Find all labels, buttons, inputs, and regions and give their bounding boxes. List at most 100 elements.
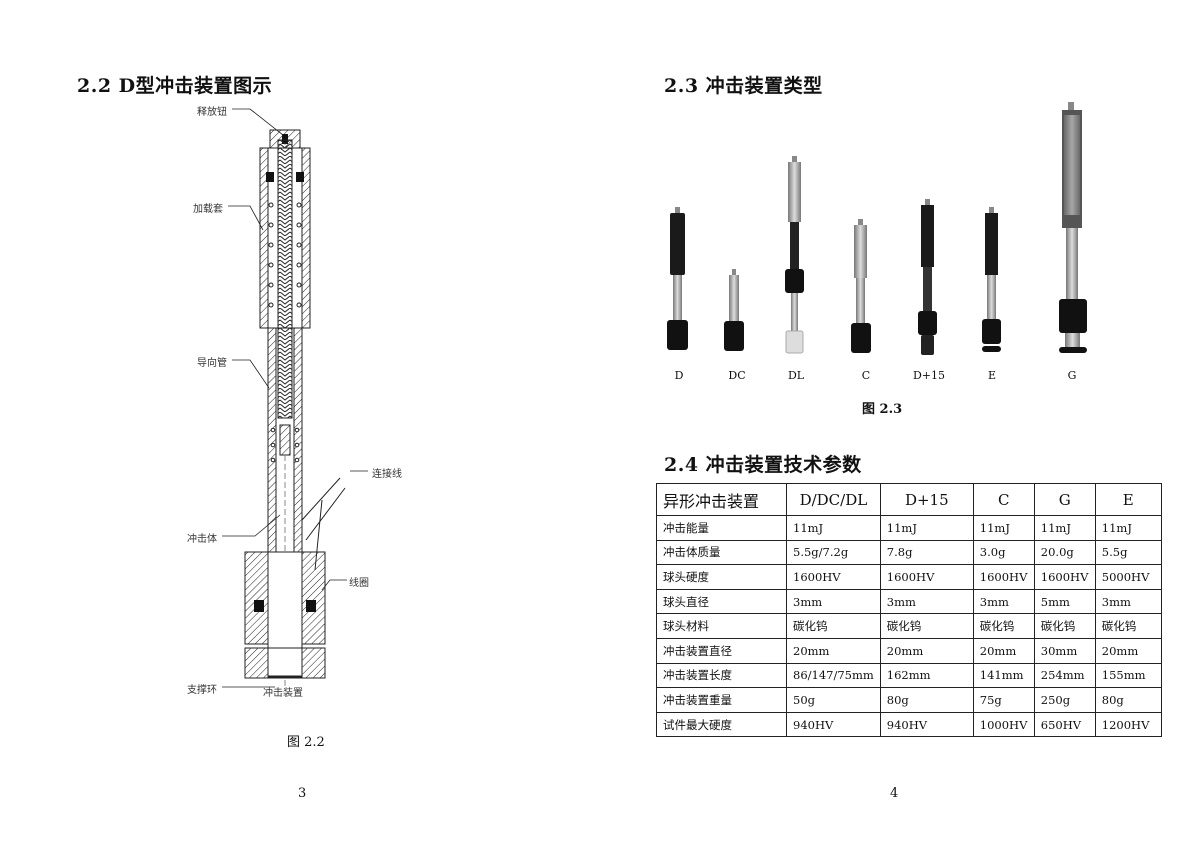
table-cell: 11mJ <box>972 515 1035 541</box>
device-label-dl: DL <box>787 369 805 382</box>
table-row-label: 球头材料 <box>656 613 787 639</box>
device-dl-image <box>785 156 804 354</box>
table-cell: 75g <box>972 687 1035 713</box>
table-cell: 254mm <box>1033 662 1096 689</box>
table-cell: 80g <box>879 687 974 713</box>
page-number: 3 <box>298 786 307 801</box>
table-cell: 11mJ <box>1094 515 1162 541</box>
table-cell: 5000HV <box>1094 564 1162 590</box>
device-label-dc: DC <box>728 369 746 382</box>
table-cell: 1600HV <box>879 564 974 590</box>
table-cell: 20mm <box>786 637 881 664</box>
table-cell: 1600HV <box>786 564 881 590</box>
device-d15-image <box>918 199 937 355</box>
device-d-image <box>667 207 688 350</box>
table-cell: 162mm <box>879 662 974 689</box>
device-label-g: G <box>1067 369 1077 382</box>
table-cell: 86/147/75mm <box>786 662 881 689</box>
table-cell: 碳化钨 <box>1033 613 1096 639</box>
table-cell: 80g <box>1094 687 1162 713</box>
table-header-cell: D+15 <box>879 483 974 516</box>
label-connecting-cable: 连接线 <box>372 469 402 480</box>
table-cell: 5.5g <box>1094 539 1162 566</box>
table-cell: 碳化钨 <box>879 613 974 639</box>
table-cell: 3mm <box>972 588 1035 615</box>
table-header-cell: 异形冲击装置 <box>656 483 787 516</box>
table-cell: 940HV <box>879 711 974 738</box>
label-guide-tube: 导向管 <box>197 358 227 369</box>
table-cell: 11mJ <box>786 515 881 541</box>
table-cell: 5.5g/7.2g <box>786 539 881 566</box>
table-cell: 11mJ <box>1033 515 1096 541</box>
section-heading-2-4: 2.4 冲击装置技术参数 <box>664 454 862 476</box>
diagram-leader-lines <box>222 108 368 688</box>
device-g-image <box>1059 102 1087 353</box>
table-cell: 20.0g <box>1033 539 1096 566</box>
table-cell: 碳化钨 <box>1094 613 1162 639</box>
table-row-label: 试件最大硬度 <box>656 711 787 738</box>
table-header-cell: C <box>972 483 1035 516</box>
table-cell: 1200HV <box>1094 711 1162 738</box>
table-header-cell: E <box>1094 483 1162 516</box>
device-label-e: E <box>987 369 997 382</box>
table-row-label: 球头硬度 <box>656 564 787 590</box>
label-loading-sleeve: 加载套 <box>193 204 223 215</box>
table-cell: 20mm <box>1094 637 1162 664</box>
table-cell: 650HV <box>1033 711 1096 738</box>
table-cell: 1600HV <box>972 564 1035 590</box>
table-cell: 20mm <box>972 637 1035 664</box>
table-cell: 11mJ <box>879 515 974 541</box>
impact-device-types-photo <box>667 102 1087 355</box>
d-type-impact-device-diagram <box>244 129 346 690</box>
table-header-cell: D/DC/DL <box>786 483 881 516</box>
table-header-row: 异形冲击装置 D/DC/DL D+15 C G E <box>656 483 1162 516</box>
table-cell: 5mm <box>1033 588 1096 615</box>
table-cell: 3.0g <box>972 539 1035 566</box>
table-cell: 碳化钨 <box>786 613 881 639</box>
table-row: 球头材料碳化钨碳化钨碳化钨碳化钨碳化钨 <box>656 613 1162 639</box>
figure-caption-2-3: 图 2.3 <box>862 402 903 417</box>
table-cell: 141mm <box>972 662 1035 689</box>
figure-caption-2-2: 图 2.2 <box>287 735 325 750</box>
table-cell: 1000HV <box>972 711 1035 738</box>
table-cell: 155mm <box>1094 662 1162 689</box>
table-row-label: 冲击能量 <box>656 515 787 541</box>
table-row-label: 冲击装置重量 <box>656 687 787 713</box>
table-cell: 20mm <box>879 637 974 664</box>
label-impact-device: 冲击装置 <box>263 688 303 699</box>
table-cell: 250g <box>1033 687 1096 713</box>
table-row-label: 冲击装置长度 <box>656 662 787 689</box>
label-support-ring: 支撑环 <box>187 685 217 696</box>
section-heading-2-2: 2.2 D型冲击装置图示 <box>77 75 273 97</box>
page-number: 4 <box>890 786 899 801</box>
device-e-image <box>982 207 1001 352</box>
page-4: 2.3 冲击装置类型 <box>600 0 1200 848</box>
label-coil: 线圈 <box>349 578 369 589</box>
device-label-d15: D+15 <box>912 369 946 382</box>
table-cell: 碳化钨 <box>972 613 1035 639</box>
device-label-c: C <box>861 369 871 382</box>
table-row-label: 球头直径 <box>656 588 787 615</box>
table-cell: 3mm <box>879 588 974 615</box>
table-row-label: 冲击体质量 <box>656 539 787 566</box>
page-3: 2.2 D型冲击装置图示 <box>77 75 402 801</box>
device-label-d: D <box>674 369 684 382</box>
table-cell: 50g <box>786 687 881 713</box>
table-cell: 3mm <box>786 588 881 615</box>
table-cell: 30mm <box>1033 637 1096 664</box>
table-cell: 940HV <box>786 711 881 738</box>
device-c-image <box>851 219 871 353</box>
table-cell: 7.8g <box>879 539 974 566</box>
section-heading-2-3: 2.3 冲击装置类型 <box>664 75 823 97</box>
table-cell: 1600HV <box>1033 564 1096 590</box>
